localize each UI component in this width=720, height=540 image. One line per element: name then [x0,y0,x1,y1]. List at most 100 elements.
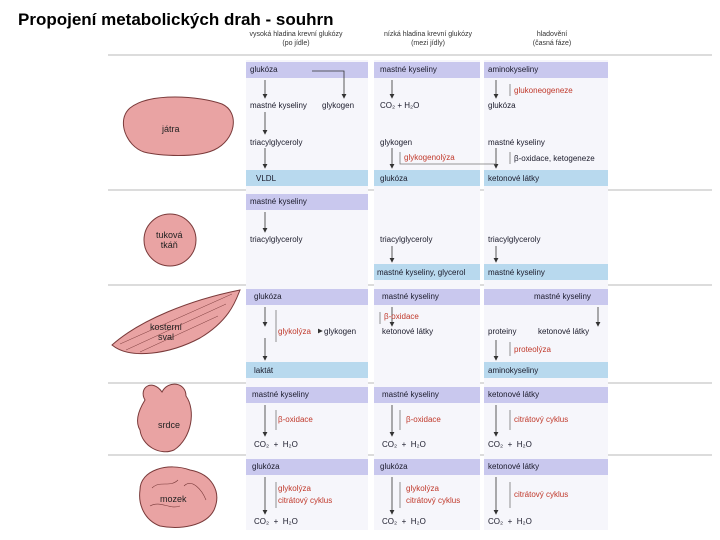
h2o: H₂O [410,440,426,449]
brain-citric-cycle: citrátový cyklus [278,496,333,505]
plus: + [273,517,279,526]
adipose-c2-triacylglycerols: triacylglyceroly [380,235,433,244]
organ-label-line: kosterní [150,322,183,332]
column-header-line: (po jídle) [282,40,310,47]
heart-icon [137,383,192,453]
heart-c3-citric-cycle: citrátový cyklus [514,415,569,424]
adipose-fatty-acids: mastné kyseliny [250,197,307,206]
brain-c2-citric-cycle: citrátový cyklus [406,496,461,505]
column-header-line: (časná fáze) [532,40,572,47]
brain-icon [139,466,218,528]
plus: + [507,517,513,526]
plus: + [401,517,407,526]
muscle-glycogen: glykogen [324,327,357,336]
column-header-line: nízká hladina krevní glukózy [384,31,472,38]
liver-c2-glycogenolysis: glykogenolýza [404,153,455,162]
h2o: H₂O [410,517,426,526]
adipose-c3-out: mastné kyseliny [488,268,545,277]
heart-fatty-acids: mastné kyseliny [252,390,309,399]
co2: CO₂ [254,440,270,449]
heart-c3-ketone-bodies: ketonové látky [488,390,540,399]
heart-c2-products: CO₂ + H₂O [382,440,426,449]
muscle-c3-fatty-acids: mastné kyseliny [534,292,591,301]
muscle-c3-proteins: proteiny [488,327,517,336]
organ-label-line: tkáň [160,240,178,250]
liver-glycogen: glykogen [322,101,355,110]
column-header-line: hladovění [536,31,568,38]
column-header-high-glucose: vysoká hladina krevní glukózy (po jídle) [236,30,356,48]
brain-c3-products: CO₂ + H₂O [488,517,532,526]
brain-c3-ketone-bodies: ketonové látky [488,462,540,471]
column-header-low-glucose: nízká hladina krevní glukózy (mezi jídly… [368,30,488,48]
organ-label-muscle: kosterní sval [150,322,182,342]
brain-products: CO₂ + H₂O [254,517,298,526]
heart-beta-oxidation: β-oxidace [278,415,313,424]
liver-c3-ketone-bodies: ketonové látky [488,174,540,183]
muscle-c3-proteolysis: proteolýza [514,345,551,354]
brain-glucose: glukóza [252,462,280,471]
heart-c2-beta-oxidation: β-oxidace [406,415,441,424]
adipose-tissue-icon [143,213,197,267]
liver-vldl: VLDL [256,174,277,183]
organ-label-liver: játra [162,124,180,134]
heart-products: CO₂ + H₂O [254,440,298,449]
h2o: H₂O [282,517,298,526]
liver-c2-glycogen: glykogen [380,138,413,147]
muscle-c2-beta-oxidation: β-oxidace [384,312,419,321]
page-title: Propojení metabolických drah - souhrn [18,10,334,29]
brain-c2-products: CO₂ + H₂O [382,517,426,526]
organ-label-heart: srdce [158,420,181,430]
heart-c2-fatty-acids: mastné kyseliny [382,390,439,399]
heart-c3-products: CO₂ + H₂O [488,440,532,449]
liver-c3-gluconeogenesis: glukoneogeneze [514,86,573,95]
brain-c3-citric-cycle: citrátový cyklus [514,490,569,499]
plus: + [507,440,513,449]
muscle-c3-ketone-bodies: ketonové látky [538,327,590,336]
muscle-glycolysis: glykolýza [278,327,311,336]
column-header-line: vysoká hladina krevní glukózy [249,31,343,38]
adipose-triacylglycerols: triacylglyceroly [250,235,303,244]
muscle-c2-ketone-bodies: ketonové látky [382,327,434,336]
co2: CO₂ [488,440,504,449]
organ-label-adipose: tuková tkáň [156,230,183,250]
liver-fatty-acids: mastné kyseliny [250,101,307,110]
co2: CO₂ [254,517,270,526]
liver-c2-fatty-acids: mastné kyseliny [380,65,437,74]
organ-label-line: sval [158,332,175,342]
h2o: H₂O [516,517,532,526]
liver-c3-amino-acids: aminokyseliny [488,65,539,74]
liver-c3-beta-oxidation: β-oxidace, ketogeneze [514,154,595,163]
muscle-glucose: glukóza [254,292,282,301]
plus: + [397,101,403,110]
co2: CO₂ [382,440,398,449]
brain-c2-glycolysis: glykolýza [406,484,439,493]
brain-c2-glucose: glukóza [380,462,408,471]
band [246,62,368,78]
co2: CO₂ [488,517,504,526]
co2: CO₂ [382,517,398,526]
brain-glycolysis: glykolýza [278,484,311,493]
muscle-c3-amino-acids: aminokyseliny [488,366,539,375]
column-header-line: (mezi jídly) [411,40,445,47]
liver-c3-fatty-acids: mastné kyseliny [488,138,545,147]
plus: + [401,440,407,449]
organ-label-brain: mozek [160,494,187,504]
column-header-starvation: hladovění (časná fáze) [492,30,612,48]
liver-icon [122,96,234,156]
adipose-c3-triacylglycerols: triacylglyceroly [488,235,541,244]
muscle-lactate: laktát [254,366,274,375]
muscle-icon [111,289,241,355]
h2o: H₂O [282,440,298,449]
liver-c2-products: CO₂ + H₂O [380,101,419,110]
muscle-c2-fatty-acids: mastné kyseliny [382,292,439,301]
organ-label-line: tuková [156,230,183,240]
liver-c3-glucose: glukóza [488,101,516,110]
plus: + [273,440,279,449]
liver-glucose: glukóza [250,65,278,74]
h2o: H₂O [404,101,420,110]
liver-triacylglycerols: triacylglyceroly [250,138,303,147]
co2: CO₂ [380,101,396,110]
liver-c2-glucose-out: glukóza [380,174,408,183]
adipose-c2-out: mastné kyseliny, glycerol [377,268,466,277]
